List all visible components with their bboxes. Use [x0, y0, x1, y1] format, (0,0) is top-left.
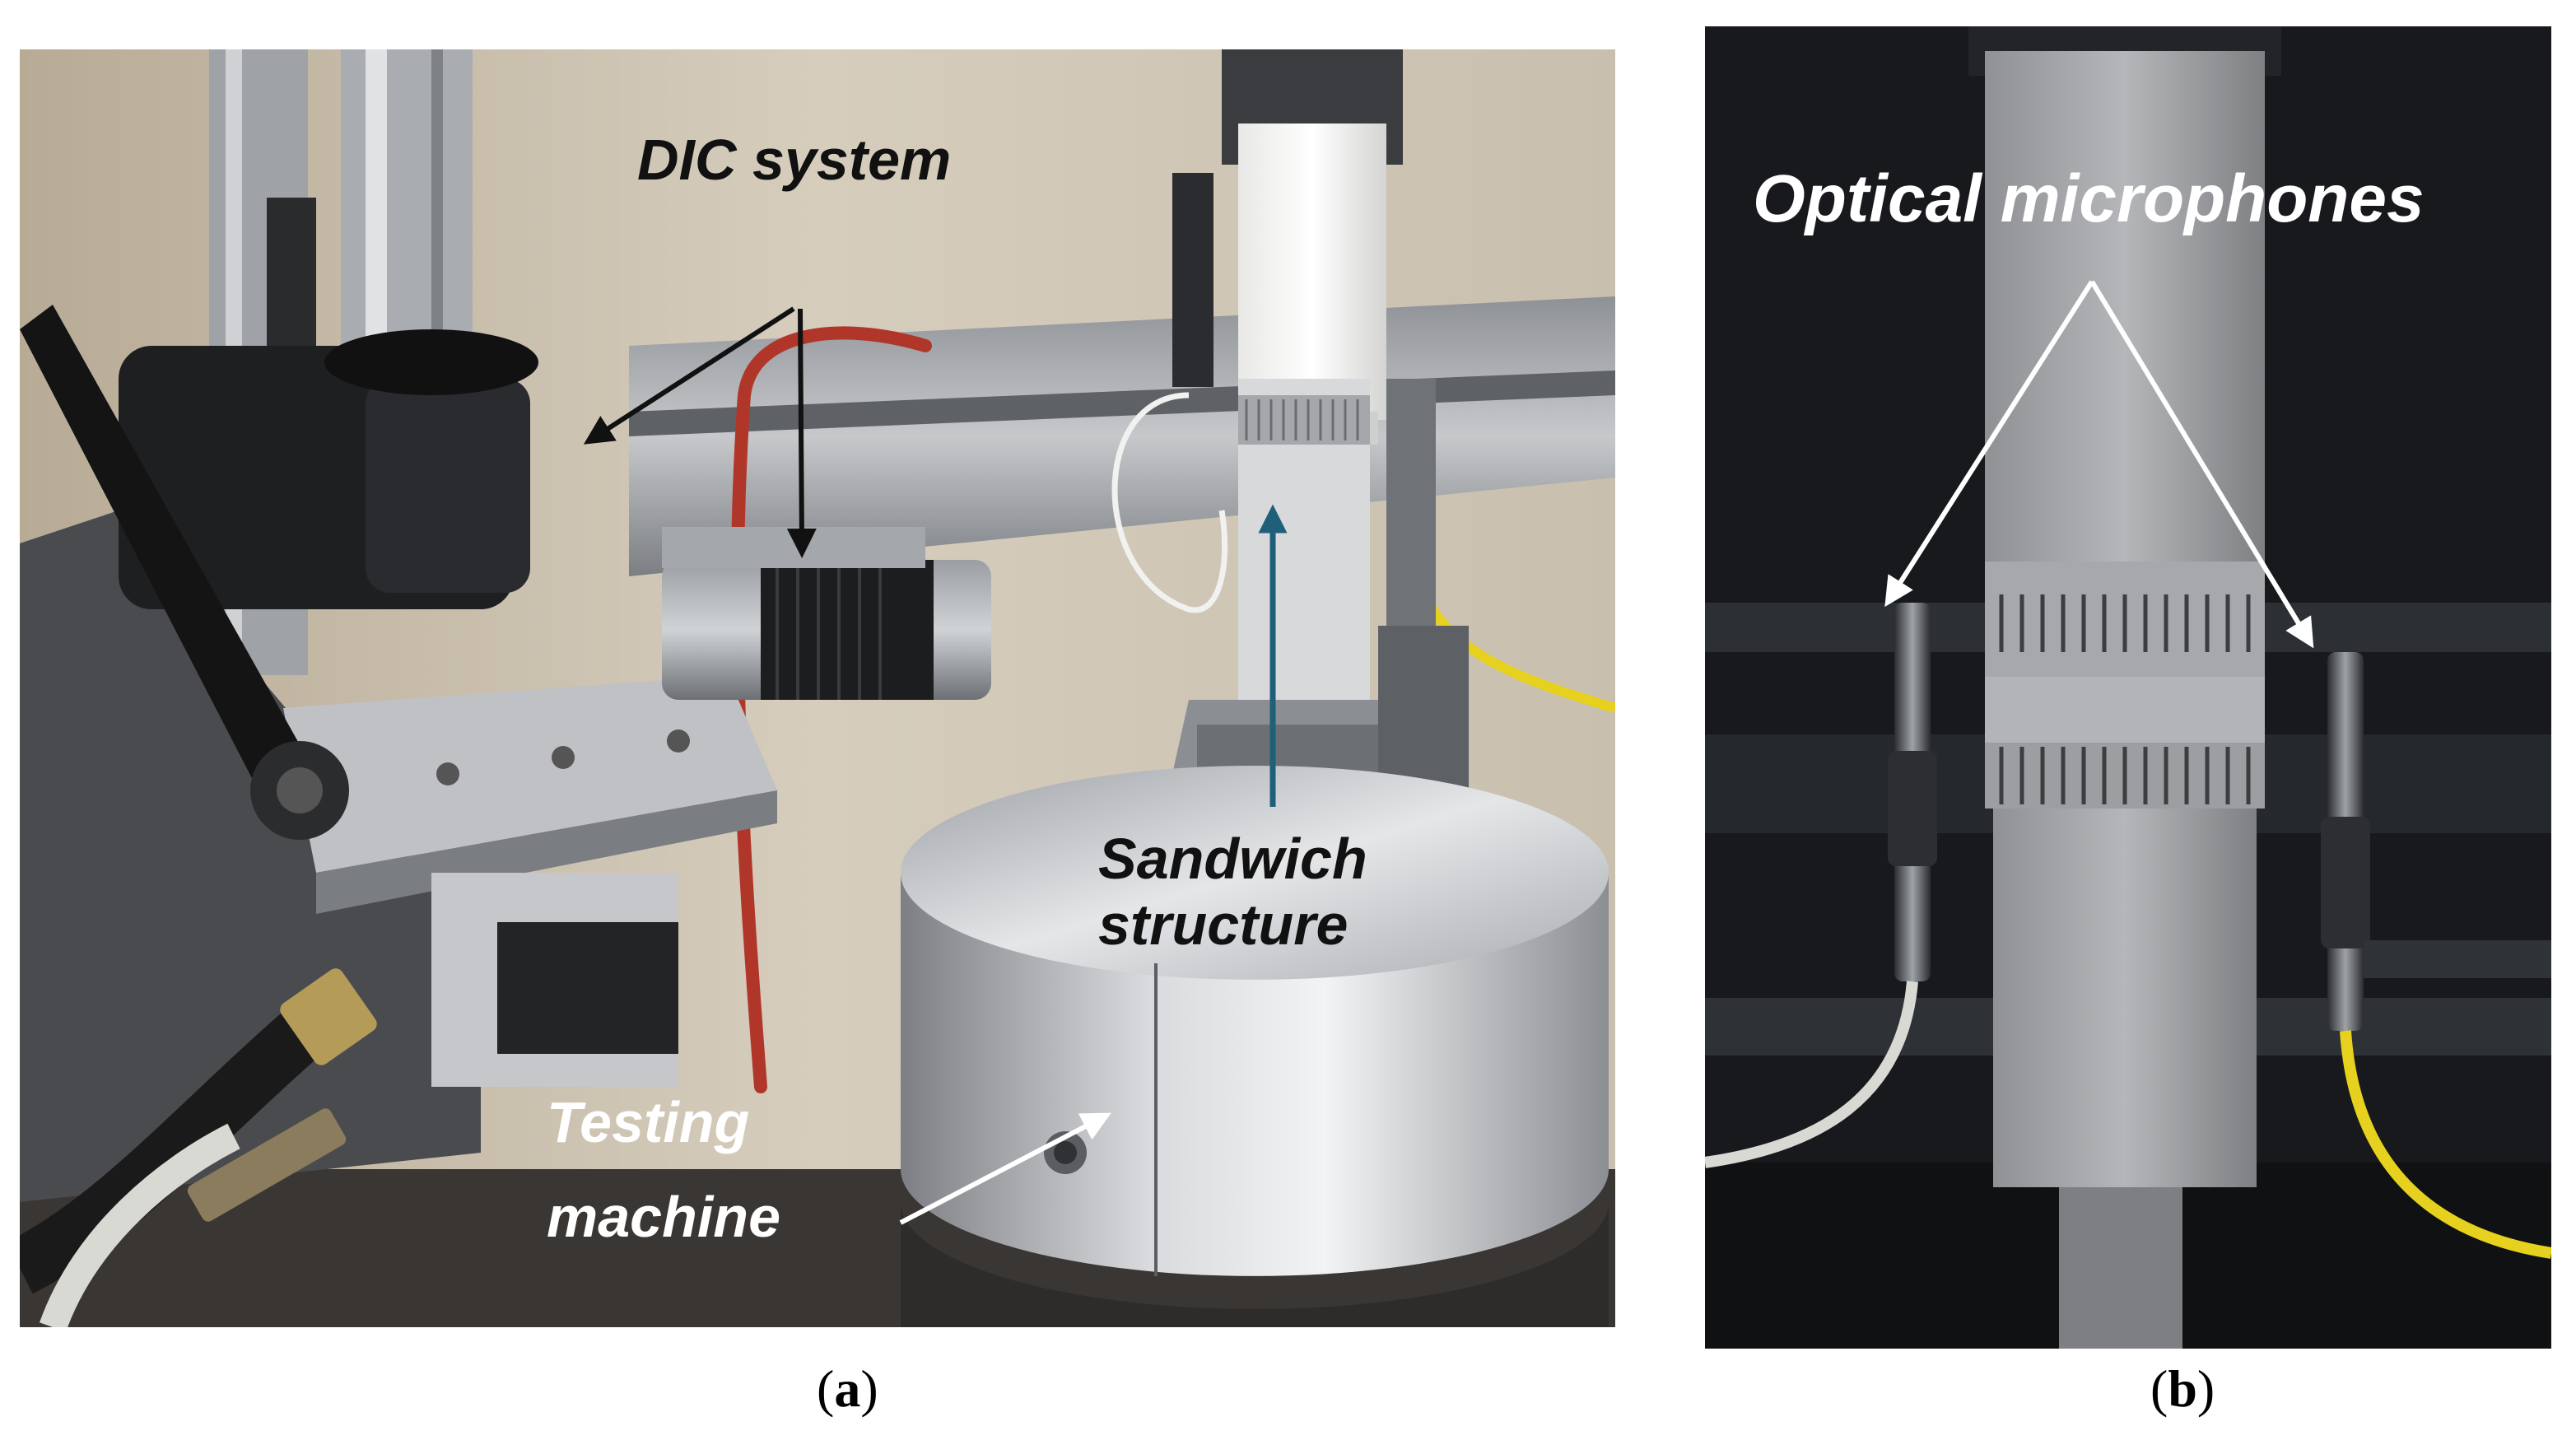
machine-drum-top: [901, 766, 1609, 980]
machine-drum: [901, 873, 1609, 1276]
test-setup-photo: [20, 49, 1615, 1327]
white-cable-thick: [39, 1123, 240, 1327]
dic-arrow-1: [583, 306, 795, 445]
testing-machine-arrow: [899, 1112, 1111, 1225]
black-cable: [20, 999, 335, 1294]
caption-b: (b): [2150, 1359, 2215, 1418]
left-fiber-cable: [1705, 981, 1918, 1168]
label-testing-line1: Testing: [547, 1090, 750, 1154]
label-sandwich-line2: structure: [1098, 892, 1349, 957]
upper-grip: [1238, 123, 1386, 420]
label-dic-system: DIC system: [637, 128, 952, 192]
right-fiber-cable: [2340, 1030, 2551, 1259]
red-cable: [730, 326, 932, 1093]
mic-arrow-right: [2089, 280, 2314, 649]
label-sandwich-line1: Sandwich: [1098, 827, 1367, 891]
specimen-lower-face: [1993, 809, 2257, 1187]
specimen-upper-face: [1985, 51, 2265, 562]
photo-panel-b: Optical microphones: [1705, 26, 2551, 1349]
photo-panel-a: DIC system Sandwich structure Testing ma…: [20, 49, 1615, 1327]
specimen-closeup-photo: [1705, 26, 2551, 1349]
dic-arrow-2: [786, 308, 817, 558]
mic-arrow-left: [1884, 280, 2094, 608]
white-cable: [1111, 392, 1228, 613]
caption-a: (a): [817, 1359, 878, 1418]
label-testing-line2: machine: [547, 1185, 780, 1249]
label-optical-microphones: Optical microphones: [1753, 161, 2425, 236]
